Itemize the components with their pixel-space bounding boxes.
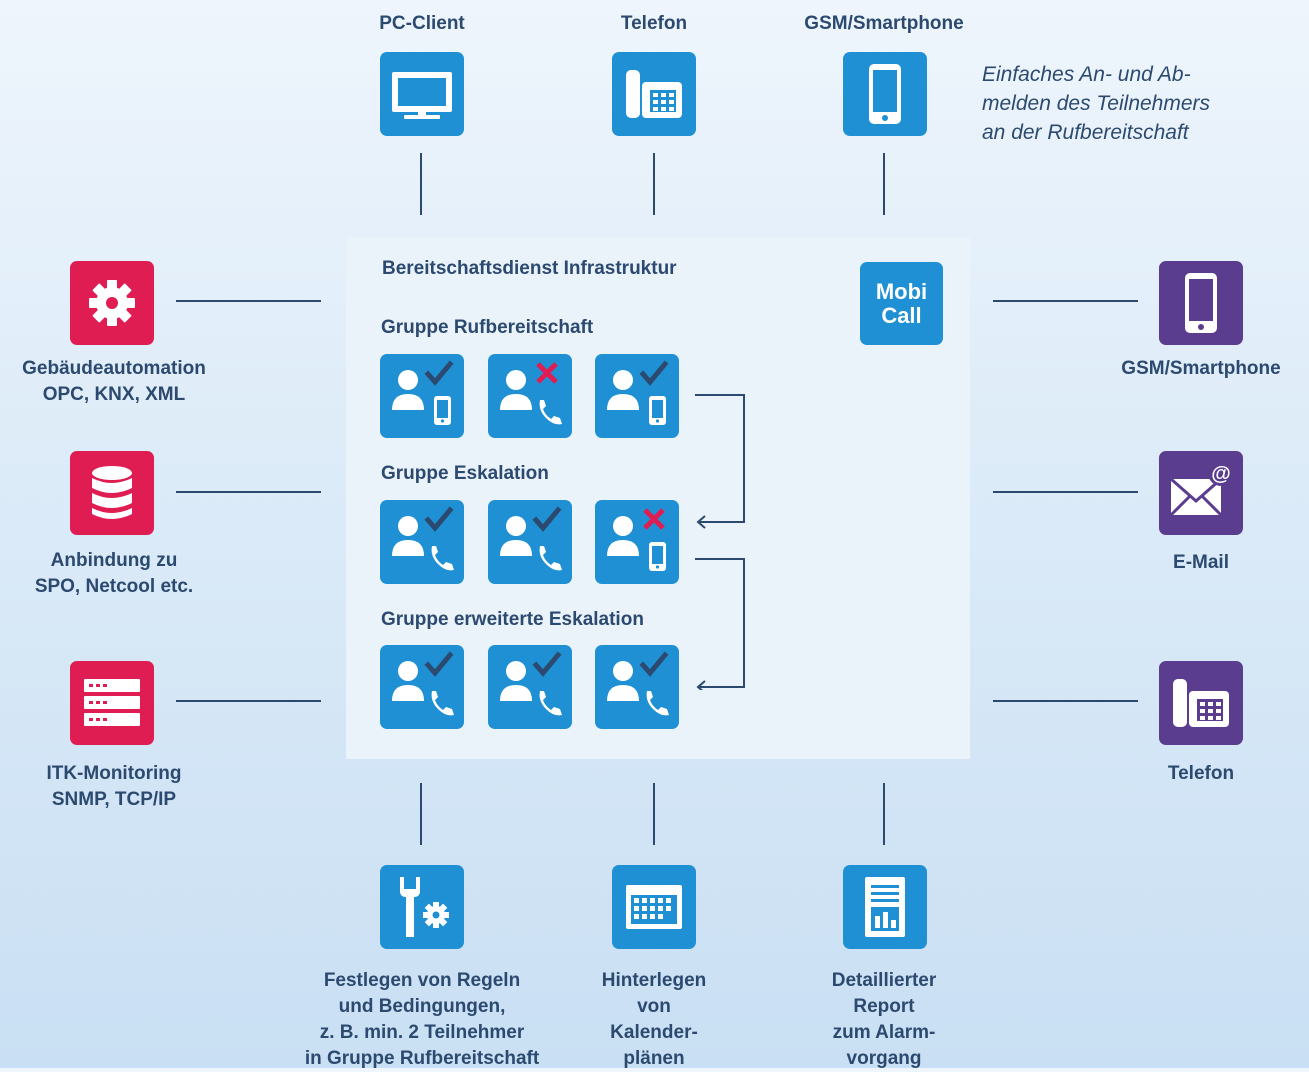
member-icon (500, 651, 562, 716)
gsm-right-label: GSM/Smartphone (1121, 358, 1281, 379)
smartphone-icon (1185, 273, 1217, 333)
group-member-tile (595, 500, 679, 584)
wrench-gear-icon (400, 877, 449, 937)
building-automation-tile (70, 261, 154, 345)
gsm-top-tile (843, 52, 927, 136)
rules-connector (420, 783, 422, 845)
database-label: Anbindung zu SPO, Netcool etc. (34, 550, 194, 597)
mobicall-logo: Mobi Call (860, 262, 943, 345)
group-member-tile (488, 500, 572, 584)
report-connector (883, 783, 885, 845)
database-tile (70, 451, 154, 535)
telefon-top-tile (612, 52, 696, 136)
member-icon (607, 651, 669, 716)
member-icon (500, 362, 562, 425)
telefon-top-connector (653, 153, 655, 215)
gsm-right-connector (993, 300, 1138, 302)
building-automation-connector (176, 300, 321, 302)
pc-client-connector (420, 153, 422, 215)
svg-text:@: @ (1211, 463, 1231, 485)
building-automation-label: Gebäudeautomation OPC, KNX, XML (22, 358, 206, 405)
gear-icon (89, 280, 135, 326)
calendar-connector (653, 783, 655, 845)
group-member-tile (380, 500, 464, 584)
member-icon (392, 651, 454, 716)
email-icon: @ (1169, 460, 1234, 517)
member-icon (607, 508, 666, 571)
group-member-tile (488, 354, 572, 438)
monitoring-connector (176, 700, 321, 702)
group-title-erweiterte-eskalation: Gruppe erweiterte Eskalation (381, 609, 644, 630)
escalation-arrows (695, 394, 745, 690)
member-icon (607, 360, 669, 425)
report-document-icon (865, 877, 905, 937)
rules-label: Festlegen von Regeln und Bedingungen, z.… (304, 970, 540, 1069)
group-member-tile (380, 354, 464, 438)
member-icon (500, 506, 562, 571)
desk-phone-icon (1173, 679, 1229, 727)
pc-client-label: PC-Client (379, 13, 465, 34)
member-icon (392, 360, 454, 425)
report-tile (843, 865, 927, 949)
email-tile: @ (1159, 451, 1243, 535)
monitor-icon (392, 72, 452, 119)
group-title-rufbereitschaft: Gruppe Rufbereitschaft (381, 317, 594, 338)
group-member-tile (595, 354, 679, 438)
mobicall-logo-line1: Mobi (875, 278, 928, 304)
panel-title: Bereitschaftsdienst Infrastruktur (382, 258, 677, 279)
telefon-right-connector (993, 700, 1138, 702)
registration-note: Einfaches An- und Ab- melden des Teilneh… (982, 63, 1211, 144)
group-title-eskalation: Gruppe Eskalation (381, 463, 549, 484)
group-member-tile (488, 645, 572, 729)
desk-phone-icon (626, 70, 682, 118)
report-label: Detaillierter Report zum Alarm- vorgang (831, 970, 937, 1069)
member-icon (392, 506, 454, 571)
group-member-tile (595, 645, 679, 729)
gsm-top-label: GSM/Smartphone (804, 13, 964, 34)
pc-client-tile (380, 52, 464, 136)
telefon-right-label: Telefon (1167, 763, 1235, 784)
server-rack-icon (84, 679, 140, 726)
group-member-tile (380, 645, 464, 729)
telefon-top-label: Telefon (620, 13, 688, 34)
gsm-right-tile (1159, 261, 1243, 345)
monitoring-tile (70, 661, 154, 745)
database-connector (176, 491, 321, 493)
calendar-tile (612, 865, 696, 949)
calendar-label: Hinterlegen von Kalender- plänen (601, 970, 707, 1069)
email-connector (993, 491, 1138, 493)
gsm-top-connector (883, 153, 885, 215)
calendar-icon (626, 885, 682, 929)
smartphone-icon (869, 64, 901, 124)
monitoring-label: ITK-Monitoring SNMP, TCP/IP (46, 763, 182, 810)
telefon-right-tile (1159, 661, 1243, 745)
database-icon (92, 466, 132, 519)
mobicall-logo-line2: Call (881, 302, 922, 328)
email-label: E-Mail (1173, 552, 1229, 573)
rules-tile (380, 865, 464, 949)
